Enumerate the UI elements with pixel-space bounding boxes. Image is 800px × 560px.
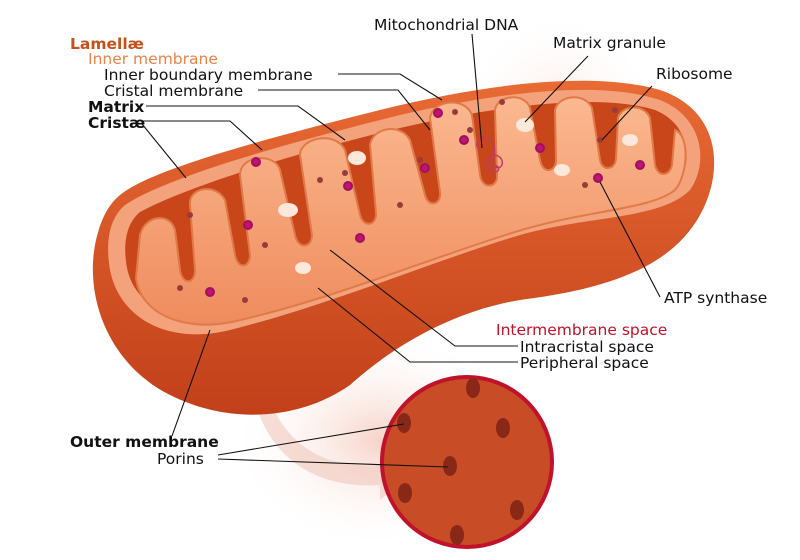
- label-inner-boundary-membrane: Inner boundary membrane: [104, 66, 313, 84]
- label-outer-membrane: Outer membrane: [70, 433, 219, 451]
- label-mitochondrial-dna: Mitochondrial DNA: [374, 16, 519, 34]
- leader-lines: [141, 33, 661, 468]
- atp-synthase-markers: [205, 108, 645, 297]
- mitochondrial-dna: [475, 137, 504, 173]
- label-peripheral-space: Peripheral space: [520, 354, 649, 372]
- label-porins: Porins: [157, 450, 204, 468]
- label-atp-synthase: ATP synthase: [664, 289, 767, 307]
- porin-zoom-circle: [380, 375, 554, 549]
- label-cristae: Cristæ: [88, 114, 145, 132]
- matrix-granules: [278, 118, 638, 274]
- label-lamellae: Lamellæ: [70, 35, 144, 53]
- label-intracristal-space: Intracristal space: [520, 338, 654, 356]
- label-inner-membrane: Inner membrane: [88, 50, 218, 68]
- label-intermembrane-space: Intermembrane space: [496, 321, 667, 339]
- label-ribosome: Ribosome: [656, 65, 733, 83]
- label-matrix: Matrix: [88, 98, 144, 116]
- cristae-folds: [134, 96, 687, 326]
- label-cristal-membrane: Cristal membrane: [104, 82, 243, 100]
- label-matrix-granule: Matrix granule: [553, 34, 666, 52]
- ribosomes: [177, 99, 618, 303]
